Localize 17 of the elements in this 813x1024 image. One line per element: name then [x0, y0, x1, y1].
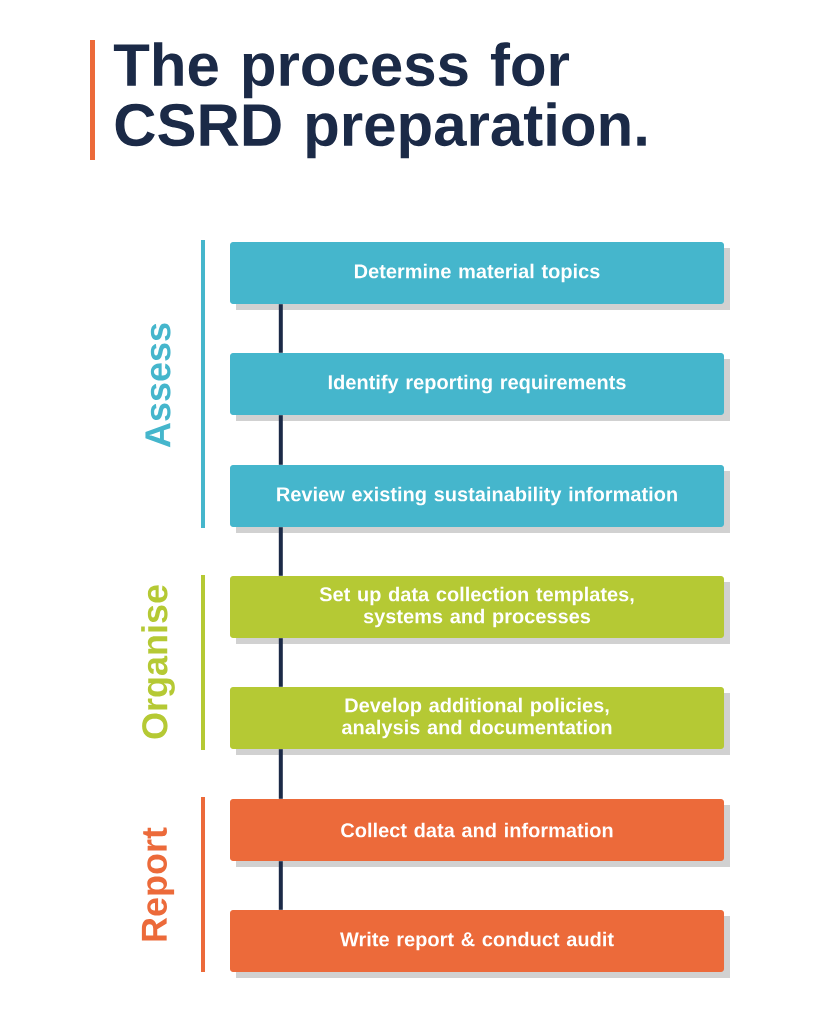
connector-line	[278, 861, 283, 910]
phase-label: Report	[141, 827, 175, 941]
connector-line	[278, 749, 283, 799]
process-box: Review existing sustainability information	[230, 465, 730, 533]
connector-line	[278, 415, 283, 465]
process-box: Collect data and information	[230, 799, 730, 867]
process-box: Write report & conduct audit	[230, 910, 730, 978]
connector-line	[278, 304, 283, 353]
connector-line	[278, 527, 283, 576]
process-box: Determine material topics	[230, 242, 730, 310]
connector-line	[278, 638, 283, 687]
process-box: Set up data collection templates, systems and processes	[230, 576, 730, 644]
process-box: Develop additional policies, analysis and documentation	[230, 687, 730, 755]
phase-label: Assess	[145, 323, 171, 448]
title: The process for CSRD preparation.	[113, 42, 646, 159]
process-box: Identify reporting requirements	[230, 353, 730, 421]
phase-label: Organise	[141, 585, 175, 739]
